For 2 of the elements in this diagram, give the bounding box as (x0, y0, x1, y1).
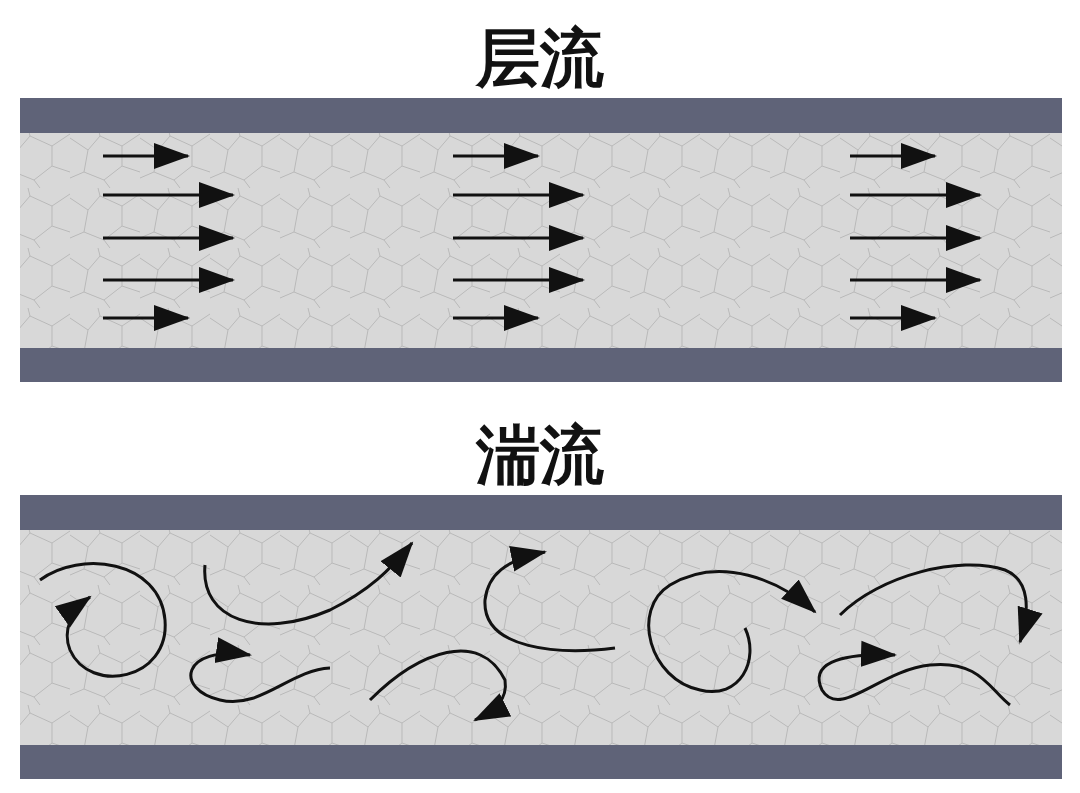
heading: 层流 (476, 20, 604, 96)
heading: 湍流 (476, 417, 604, 493)
